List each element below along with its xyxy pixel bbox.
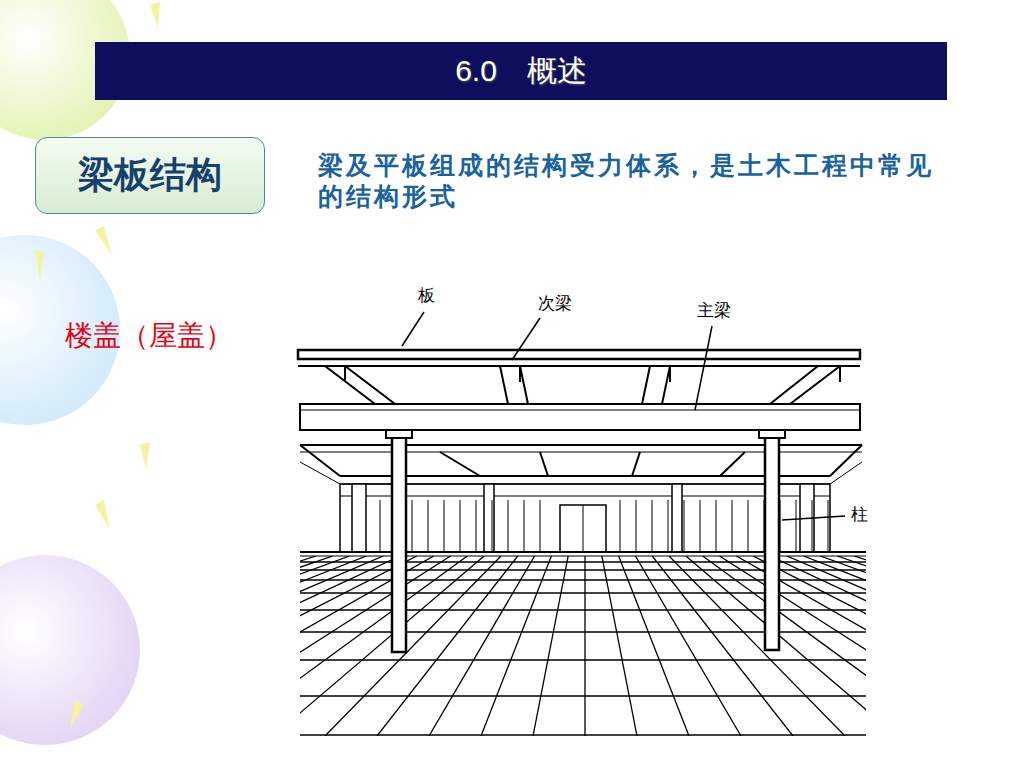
section-label: 楼盖（屋盖）: [65, 318, 233, 353]
callout-label: 柱: [849, 504, 870, 525]
balloon-decoration: [0, 0, 160, 745]
slide-title: 6.0 概述: [95, 42, 947, 100]
callout-label: 主梁: [695, 300, 733, 321]
callout-label: 板: [416, 285, 437, 306]
topic-box: 梁板结构: [35, 137, 265, 214]
leader-line: [402, 312, 845, 520]
description-text: 梁及平板组成的结构受力体系，是土木工程中常见的结构形式: [318, 150, 948, 213]
callout-label: 次梁: [536, 293, 574, 314]
topic-text: 梁板结构: [78, 151, 222, 200]
title-bar: [95, 42, 947, 100]
floor-structure: [0, 350, 1024, 736]
